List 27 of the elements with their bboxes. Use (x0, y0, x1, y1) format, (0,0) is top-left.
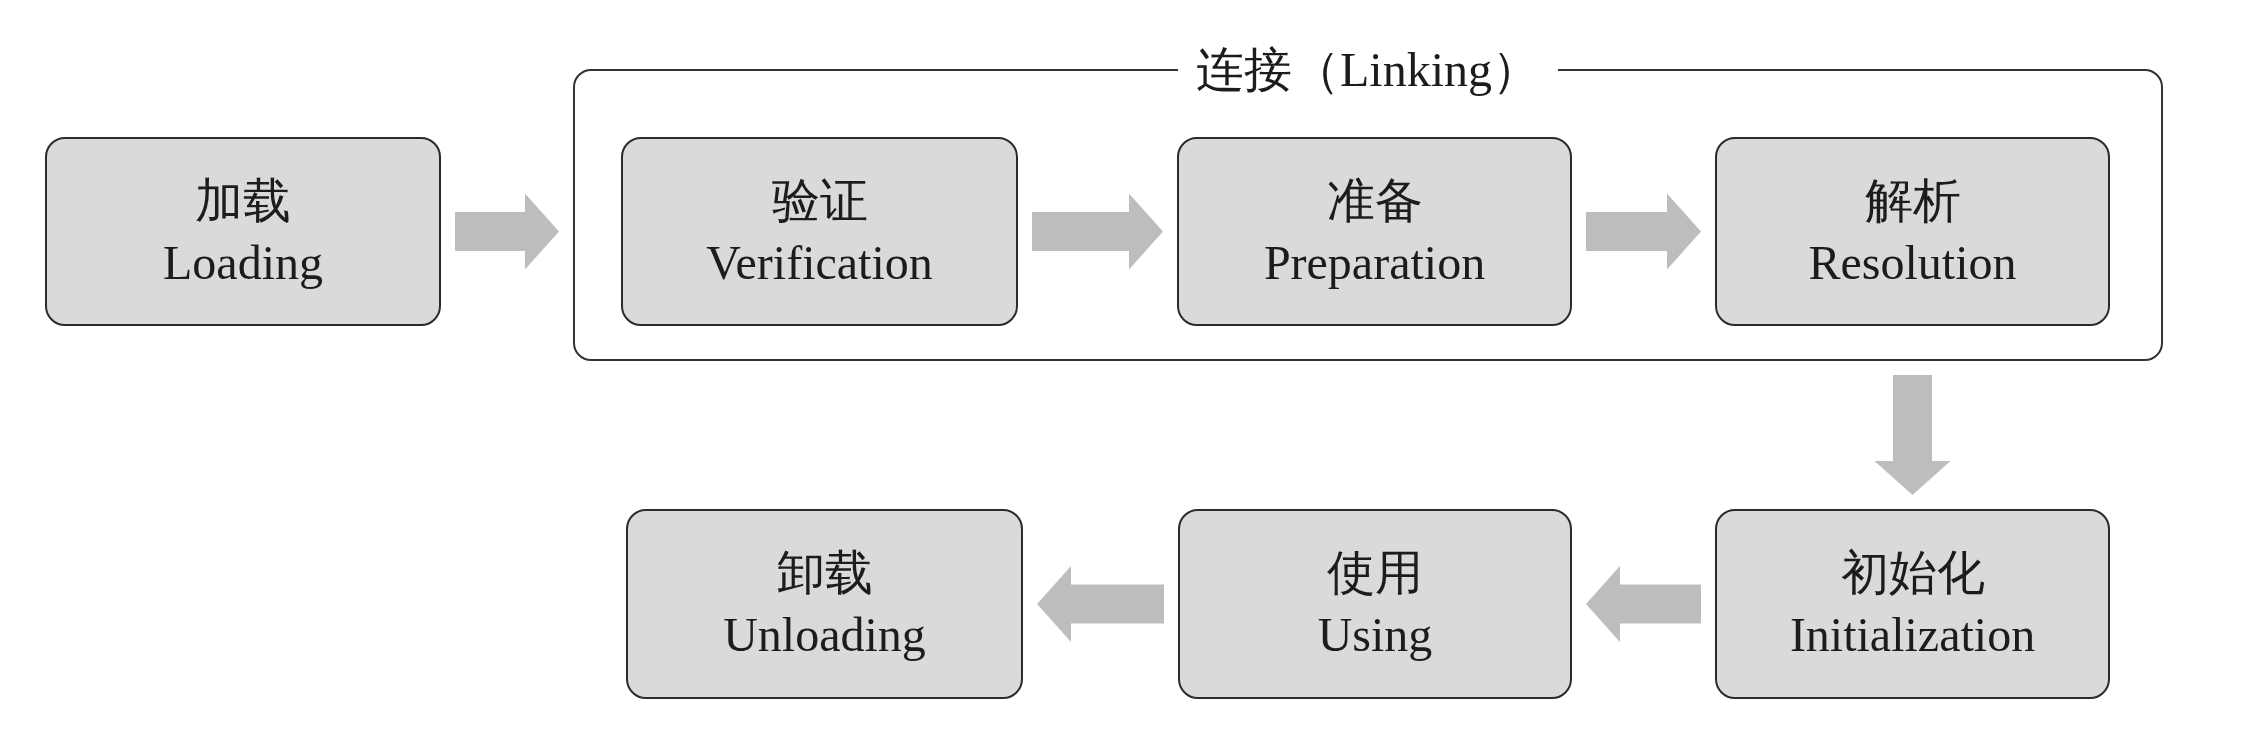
stage-title: 加载 (195, 172, 291, 229)
stage-subtitle: Loading (163, 234, 323, 291)
stage-subtitle: Unloading (723, 607, 926, 663)
stage-box (1715, 137, 2110, 326)
stage-subtitle: Resolution (1808, 234, 2017, 291)
stage-box (45, 137, 441, 326)
arrow (1037, 566, 1164, 642)
stage-subtitle: Preparation (1263, 234, 1486, 291)
stage-box (626, 509, 1023, 699)
arrow (1874, 375, 1951, 495)
stage-subtitle: Initialization (1789, 607, 2036, 663)
stage-title: 卸载 (776, 545, 873, 601)
stage-subtitle: Using (1317, 607, 1433, 663)
arrow (1586, 193, 1701, 270)
stage-box (621, 137, 1018, 326)
arrow (1586, 566, 1701, 642)
stage-box (1178, 509, 1572, 699)
arrow (455, 193, 559, 270)
stage-title: 使用 (1327, 545, 1423, 601)
stage-subtitle: Verification (706, 234, 933, 291)
stage-box (1177, 137, 1572, 326)
stage-title: 准备 (1326, 172, 1423, 229)
arrow (1032, 193, 1163, 270)
stage-title: 解析 (1864, 172, 1961, 229)
stage-box (1715, 509, 2110, 699)
stage-title: 初始化 (1840, 545, 1985, 601)
stage-title: 验证 (771, 172, 868, 229)
